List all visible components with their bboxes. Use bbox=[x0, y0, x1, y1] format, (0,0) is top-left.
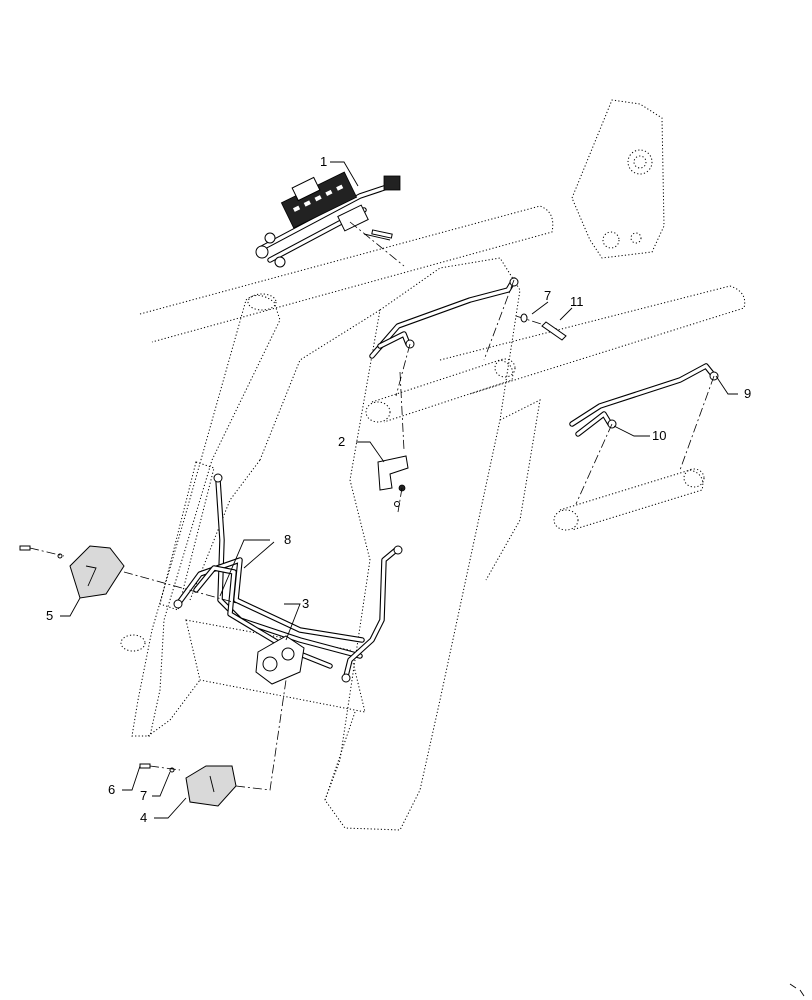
callout-7-lower: 7 bbox=[140, 788, 147, 803]
callout-7-upper: 7 bbox=[544, 288, 551, 303]
corner-mark bbox=[789, 983, 805, 997]
wire-harness-assembly bbox=[255, 171, 401, 268]
callout-labels: 1 2 3 4 5 6 7 7 8 9 10 11 bbox=[46, 154, 751, 825]
callout-2: 2 bbox=[338, 434, 345, 449]
cover-shield-upper bbox=[19, 545, 125, 599]
hydraulic-cylinder-left bbox=[365, 358, 516, 423]
callout-leader-lines bbox=[60, 161, 738, 819]
callout-10: 10 bbox=[652, 428, 666, 443]
hydraulic-cylinder-right bbox=[553, 468, 705, 531]
callout-1: 1 bbox=[320, 154, 327, 169]
callout-8: 8 bbox=[284, 532, 291, 547]
loader-frame-phantom bbox=[120, 99, 746, 831]
quick-coupler-block bbox=[255, 635, 305, 685]
callout-11: 11 bbox=[570, 294, 584, 309]
hose-assembly-left-cylinder bbox=[369, 277, 519, 359]
washer-and-bolt bbox=[520, 313, 567, 341]
cover-shield-lower bbox=[139, 763, 237, 807]
hose-bracket-clamp bbox=[377, 455, 409, 507]
hose-assembly-right-cylinder bbox=[569, 363, 719, 437]
callout-6: 6 bbox=[108, 782, 115, 797]
assembly-center-lines bbox=[29, 221, 715, 791]
callout-3: 3 bbox=[302, 596, 309, 611]
callout-4: 4 bbox=[140, 810, 147, 825]
hose-assembly-valve-lines bbox=[173, 473, 403, 683]
callout-5: 5 bbox=[46, 608, 53, 623]
callout-9: 9 bbox=[744, 386, 751, 401]
